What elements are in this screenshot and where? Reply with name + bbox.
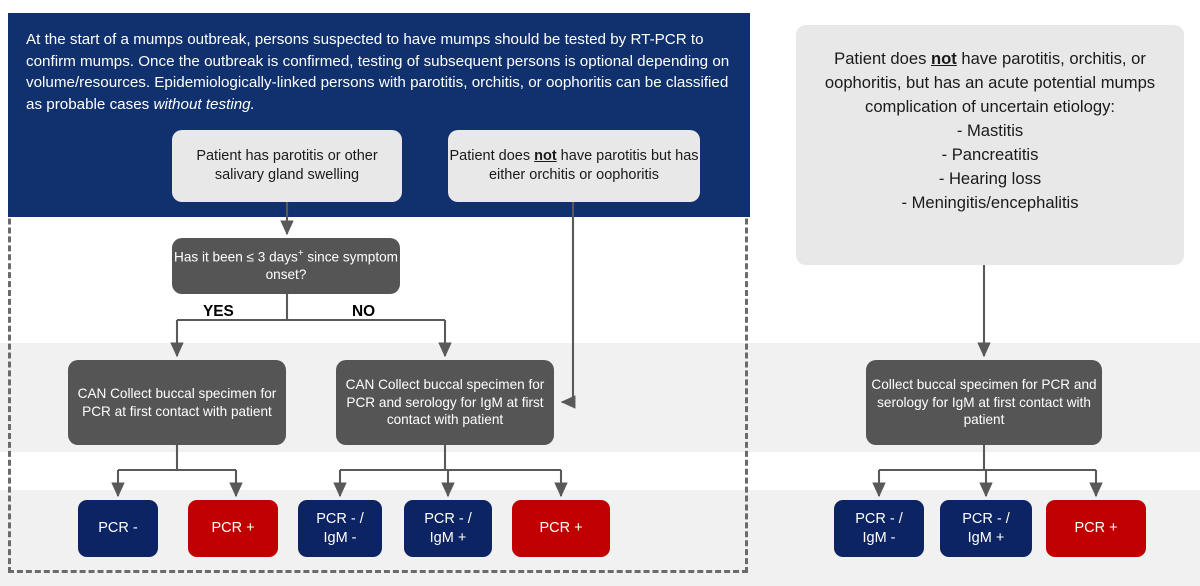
decision-text-post: since symptom onset? [265, 249, 398, 283]
header-text-italic: without testing. [153, 95, 255, 113]
box-patient-has-parotitis[interactable]: Patient has parotitis or other salivary … [172, 130, 402, 202]
box-orchitis-label: Patient does not have parotitis but has … [448, 147, 700, 184]
box-patient-orchitis-oophoritis[interactable]: Patient does not have parotitis but has … [448, 130, 700, 202]
result-box[interactable]: PCR - / IgM - [834, 500, 924, 557]
result-stack: PCR - / IgM - [316, 510, 364, 547]
result-line1: PCR + [211, 520, 255, 537]
complication-item: - Hearing loss [938, 169, 1042, 189]
decision-label: Has it been ≤ 3 days+ since symptom onse… [172, 248, 400, 283]
complication-item: - Mastitis [956, 121, 1024, 141]
result-stack: PCR - / IgM - [855, 510, 903, 547]
result-box[interactable]: PCR - / IgM + [404, 500, 492, 557]
result-line1: PCR - / [316, 510, 364, 527]
box-parotitis-label: Patient has parotitis or other salivary … [196, 148, 378, 183]
result-box[interactable]: PCR - / IgM + [940, 500, 1032, 557]
action-can-collect-pcr-igm-label: CAN Collect buccal specimen for PCR and … [345, 377, 545, 428]
complications-text-not: not [931, 49, 957, 68]
header-text-main: At the start of a mumps outbreak, person… [26, 31, 730, 113]
result-box[interactable]: PCR + [1046, 500, 1146, 557]
result-line1: PCR - / [962, 510, 1010, 527]
decision-text-symbol: ≤ 3 days [246, 249, 298, 265]
action-can-collect-pcr-label: CAN Collect buccal specimen for PCR at f… [77, 386, 277, 419]
complication-item: - Meningitis/encephalitis [901, 193, 1079, 213]
box-acute-mumps-complications[interactable]: Patient does not have parotitis, orchiti… [796, 25, 1184, 265]
decision-text-pre: Has it been [174, 249, 247, 265]
result-line2: IgM - [862, 529, 896, 546]
result-line2: IgM - [323, 529, 357, 546]
action-collect-pcr-igm-right[interactable]: Collect buccal specimen for PCR and sero… [866, 360, 1102, 445]
branch-label-yes: YES [203, 303, 234, 320]
result-line1: PCR - / [855, 510, 903, 527]
action-can-collect-pcr[interactable]: CAN Collect buccal specimen for PCR at f… [68, 360, 286, 445]
decision-days-since-onset[interactable]: Has it been ≤ 3 days+ since symptom onse… [172, 238, 400, 294]
complications-text-pre: Patient does [834, 49, 931, 68]
action-collect-right-label: Collect buccal specimen for PCR and sero… [871, 377, 1097, 428]
branch-label-no: NO [352, 303, 376, 320]
orchitis-text-pre: Patient does [449, 148, 535, 165]
complications-lead-text: Patient does not have parotitis, orchiti… [810, 47, 1170, 119]
orchitis-text-not: not [534, 148, 557, 165]
result-stack: PCR - / IgM + [962, 510, 1010, 547]
action-can-collect-pcr-igm[interactable]: CAN Collect buccal specimen for PCR and … [336, 360, 554, 445]
complication-item: - Pancreatitis [941, 145, 1039, 165]
result-line1: PCR - [98, 520, 138, 537]
header-guidance-text: At the start of a mumps outbreak, person… [26, 29, 732, 115]
result-line1: PCR + [1074, 520, 1118, 537]
result-box[interactable]: PCR + [188, 500, 278, 557]
result-box[interactable]: PCR + [512, 500, 610, 557]
result-stack: PCR - / IgM + [424, 510, 472, 547]
result-line2: IgM + [429, 529, 467, 546]
orchitis-text-post: have parotitis but has either orchitis o… [488, 148, 699, 183]
result-box[interactable]: PCR - / IgM - [298, 500, 382, 557]
result-line1: PCR - / [424, 510, 472, 527]
result-line2: IgM + [967, 529, 1005, 546]
result-box[interactable]: PCR - [78, 500, 158, 557]
decision-superscript: + [297, 248, 304, 260]
result-line1: PCR + [539, 520, 583, 537]
complications-text-post: have parotitis, orchitis, or oophoritis,… [824, 49, 1156, 117]
